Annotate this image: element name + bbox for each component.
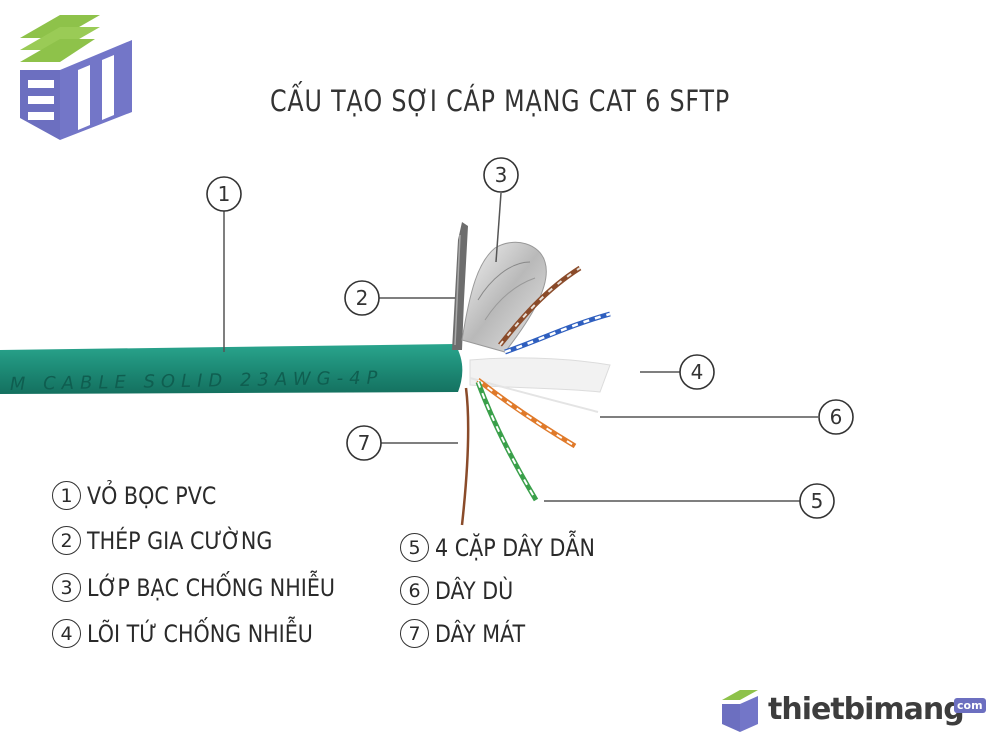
legend-item-6: 6 DÂY DÙ — [400, 576, 526, 605]
legend-item-1-number: 1 — [52, 481, 81, 510]
legend-item-3-number: 3 — [52, 573, 81, 602]
legend-item-1-label: VỎ BỌC PVC — [87, 481, 217, 510]
legend-item-6-number: 6 — [400, 576, 429, 605]
drain-wire — [460, 387, 470, 526]
legend-item-4-label: LÕI TỨ CHỐNG NHIỄU — [87, 619, 313, 648]
legend-item-7: 7 DÂY MÁT — [400, 619, 540, 648]
brand-name: thietbimang — [768, 692, 965, 727]
ripcord — [469, 377, 599, 413]
callout-1-number: 1 — [218, 182, 231, 206]
legend-item-5: 5 4 CẶP DÂY DẪN — [400, 533, 621, 562]
callout-5: 5 — [799, 483, 835, 519]
legend-item-1: 1 VỎ BỌC PVC — [52, 481, 237, 510]
page-title: CẤU TẠO SỢI CÁP MẠNG CAT 6 SFTP — [269, 84, 731, 118]
legend-item-5-number: 5 — [400, 533, 429, 562]
legend-item-3-label: LỚP BẠC CHỐNG NHIỄU — [87, 573, 335, 602]
callout-5-number: 5 — [811, 489, 824, 513]
callout-6-number: 6 — [830, 405, 843, 429]
callout-6: 6 — [818, 399, 854, 435]
callout-7-number: 7 — [358, 431, 371, 455]
callout-markers: 1 2 3 4 6 7 5 — [206, 157, 854, 519]
callout-3-number: 3 — [495, 163, 508, 187]
cable-jacket — [0, 344, 463, 394]
callout-4-number: 4 — [691, 360, 704, 384]
legend-item-3: 3 LỚP BẠC CHỐNG NHIỄU — [52, 573, 375, 602]
legend-item-4-number: 4 — [52, 619, 81, 648]
legend-item-4: 4 LÕI TỨ CHỐNG NHIỄU — [52, 619, 350, 648]
brand-domain-badge: com — [954, 698, 986, 713]
legend-item-5-label: 4 CẶP DÂY DẪN — [435, 533, 595, 562]
brand-small-logo-icon — [722, 690, 758, 732]
callout-2-number: 2 — [356, 286, 369, 310]
callout-3: 3 — [483, 157, 519, 193]
legend-item-2-number: 2 — [52, 526, 81, 555]
callout-7: 7 — [346, 425, 382, 461]
brand-wordmark: thietbimang com — [768, 692, 986, 727]
legend-item-6-label: DÂY DÙ — [435, 576, 514, 605]
callout-2: 2 — [344, 280, 380, 316]
callout-4: 4 — [679, 354, 715, 390]
leader-lines — [223, 192, 818, 502]
legend-item-2: 2 THÉP GIA CƯỜNG — [52, 526, 303, 555]
brand-logo-icon — [20, 15, 132, 140]
callout-1: 1 — [206, 176, 242, 212]
legend-item-2-label: THÉP GIA CƯỜNG — [87, 526, 273, 555]
legend-item-7-number: 7 — [400, 619, 429, 648]
legend-item-7-label: DÂY MÁT — [435, 619, 526, 648]
